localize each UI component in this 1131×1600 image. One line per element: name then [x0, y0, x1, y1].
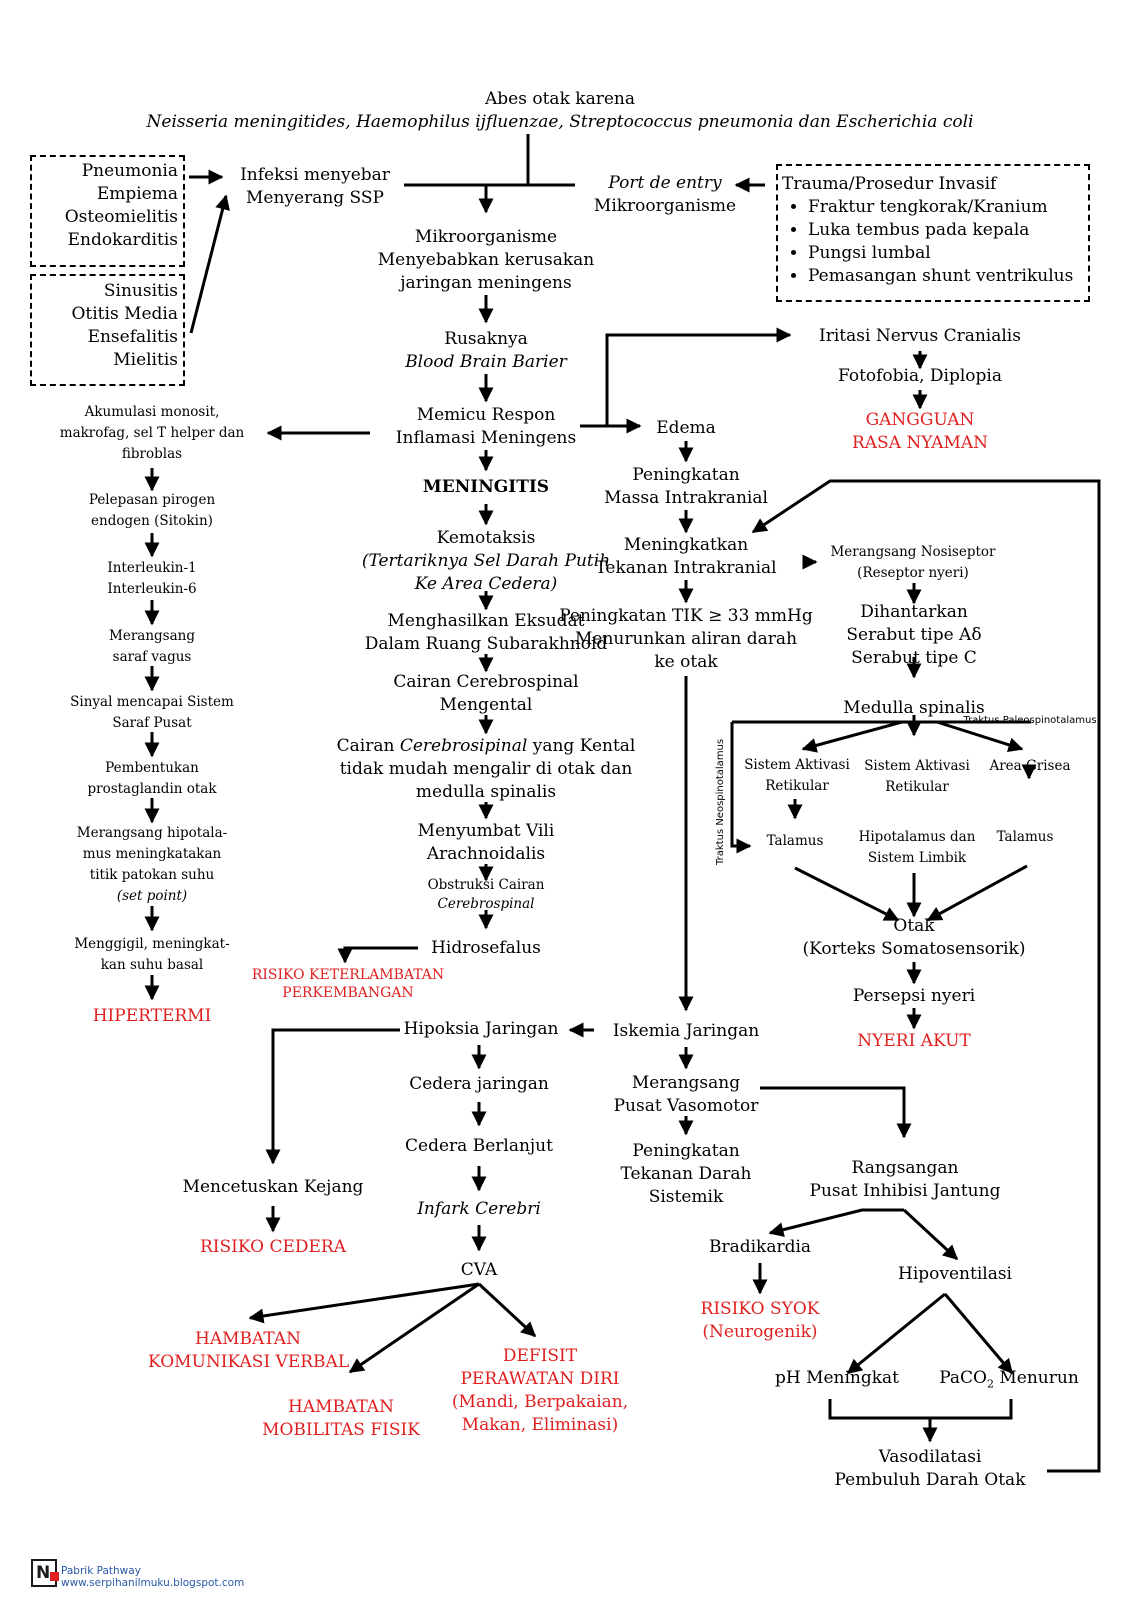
- akumulasi-node: Akumulasi monosit,makrofag, sel T helper…: [59, 404, 245, 462]
- cedera-berlanjut-node: Cedera Berlanjut: [405, 1136, 553, 1156]
- kejang-node: Mencetuskan Kejang: [182, 1177, 364, 1197]
- edema-node: Edema: [656, 418, 716, 438]
- trauma-list: Trauma/Prosedur Invasif Fraktur tengkora…: [782, 173, 1087, 288]
- hipoksia-node: Hipoksia Jaringan: [403, 1019, 559, 1039]
- cva-node: CVA: [460, 1260, 498, 1280]
- hipoventilasi-node: Hipoventilasi: [898, 1264, 1012, 1284]
- nosiseptor-node: Merangsang Nosiseptor(Reseptor nyeri): [830, 544, 996, 581]
- otak-korteks-node: Otak(Korteks Somatosensorik): [802, 916, 1026, 959]
- menggigil-node: Menggigil, meningkat-kan suhu basal: [74, 936, 230, 973]
- area-grisea-node: Area Grisea: [989, 758, 1071, 774]
- traktus-paleospinotalamus-label: Traktus Paleospinotalamus: [963, 715, 1097, 726]
- medulla-spinalis-node: Medulla spinalis: [843, 698, 985, 718]
- hipertermi-diagnosis: HIPERTERMI: [92, 1006, 212, 1026]
- talamus-node-1: Talamus: [766, 833, 824, 849]
- meningitis-node: MENINGITIS: [422, 477, 550, 497]
- abes-otak-title: Abes otak karena: [485, 89, 635, 109]
- cairan-kental-node: Cairan Cerebrosipinal yang Kental tidak …: [336, 736, 636, 802]
- risiko-cedera-diagnosis: RISIKO CEDERA: [200, 1237, 346, 1257]
- fotofobia-node: Fotofobia, Diplopia: [837, 366, 1003, 386]
- paco2-menurun-node: PaCO2 Menurun: [939, 1368, 1079, 1391]
- risk-source-box-2: [30, 274, 185, 386]
- pabrik-pathway-logo: N: [31, 1559, 59, 1587]
- bacteria-list: Neisseria meningitides, Haemophilus ijfl…: [146, 112, 974, 132]
- talamus-node-2: Talamus: [996, 829, 1054, 845]
- nyeri-akut-diagnosis: NYERI AKUT: [857, 1031, 971, 1051]
- iritasi-node: Iritasi Nervus Cranialis: [819, 326, 1021, 346]
- hidrosefalus-node: Hidrosefalus: [431, 938, 541, 958]
- bradikardia-node: Bradikardia: [708, 1237, 812, 1257]
- traktus-neospinotalamus-label: Traktus Neospinotalamus: [715, 738, 726, 865]
- cedera-jaringan-node: Cedera jaringan: [409, 1074, 549, 1094]
- persepsi-nyeri-node: Persepsi nyeri: [852, 986, 976, 1006]
- logo-cross-icon: [50, 1572, 59, 1581]
- risiko-syok-diagnosis: RISIKO SYOK(Neurogenik): [700, 1299, 820, 1342]
- iskemia-node: Iskemia Jaringan: [612, 1021, 760, 1041]
- risk-source-box-1: [30, 155, 185, 267]
- trauma-box: [776, 164, 1090, 302]
- ph-meningkat-node: pH Meningkat: [774, 1368, 900, 1388]
- infark-cerebri-node: Infark Cerebri: [417, 1199, 541, 1219]
